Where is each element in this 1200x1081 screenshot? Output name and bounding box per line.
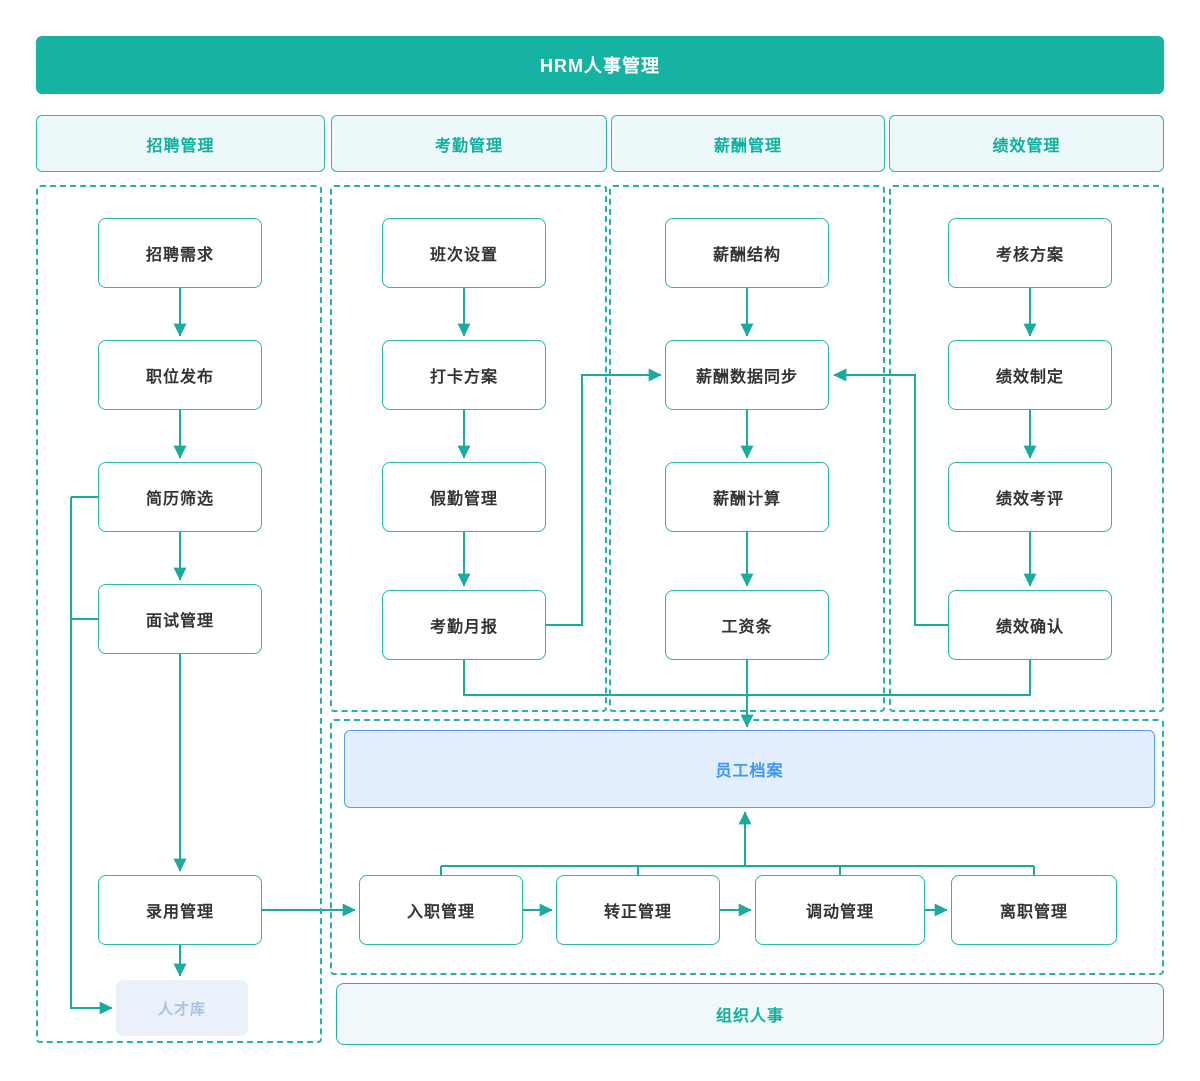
- node-interview-mgmt: 面试管理: [98, 584, 262, 654]
- node-salary-data-sync: 薪酬数据同步: [665, 340, 829, 410]
- node-job-posting: 职位发布: [98, 340, 262, 410]
- node-hiring-mgmt: 录用管理: [98, 875, 262, 945]
- lane-performance: [889, 185, 1164, 712]
- lane-attendance: [330, 185, 607, 712]
- lane-compensation: [609, 185, 885, 712]
- node-monthly-report: 考勤月报: [382, 590, 546, 660]
- node-assess-plan: 考核方案: [948, 218, 1112, 288]
- header-compensation: 薪酬管理: [611, 115, 885, 172]
- header-performance: 绩效管理: [889, 115, 1164, 172]
- node-resume-screening: 简历筛选: [98, 462, 262, 532]
- node-leave-mgmt: 假勤管理: [382, 462, 546, 532]
- node-talent-pool: 人才库: [116, 980, 248, 1036]
- node-onboarding: 入职管理: [359, 875, 523, 945]
- node-transfer: 调动管理: [755, 875, 925, 945]
- diagram-title: HRM人事管理: [36, 36, 1164, 94]
- node-salary-calc: 薪酬计算: [665, 462, 829, 532]
- node-payslip: 工资条: [665, 590, 829, 660]
- node-resignation: 离职管理: [951, 875, 1117, 945]
- node-clockin-plan: 打卡方案: [382, 340, 546, 410]
- node-shift-setting: 班次设置: [382, 218, 546, 288]
- lane-recruitment: [36, 185, 322, 1043]
- node-perf-confirm: 绩效确认: [948, 590, 1112, 660]
- node-perf-review: 绩效考评: [948, 462, 1112, 532]
- node-employee-archive: 员工档案: [344, 730, 1155, 808]
- header-recruitment: 招聘管理: [36, 115, 325, 172]
- lane-employee-archive: [330, 719, 1164, 975]
- node-regularization: 转正管理: [556, 875, 720, 945]
- node-perf-setting: 绩效制定: [948, 340, 1112, 410]
- node-salary-structure: 薪酬结构: [665, 218, 829, 288]
- header-attendance: 考勤管理: [331, 115, 607, 172]
- node-org-personnel: 组织人事: [336, 983, 1164, 1045]
- node-recruit-demand: 招聘需求: [98, 218, 262, 288]
